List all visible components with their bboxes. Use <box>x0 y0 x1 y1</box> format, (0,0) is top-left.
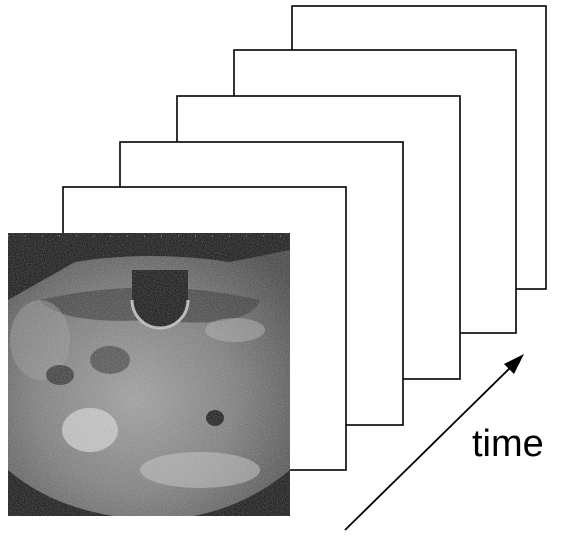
time-label: time <box>472 423 544 465</box>
ultrasound-image <box>8 233 290 520</box>
